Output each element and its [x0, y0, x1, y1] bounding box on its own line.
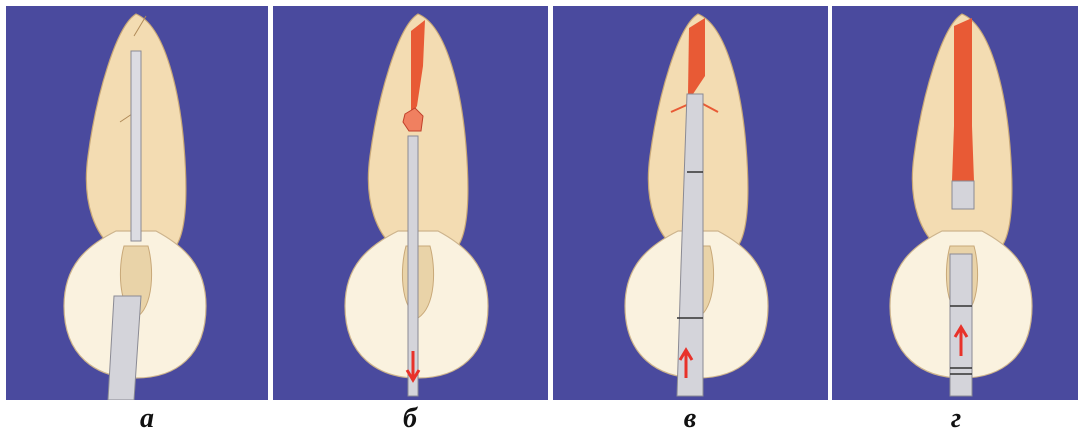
panel-a	[6, 6, 268, 400]
tooth-diagram-a	[6, 6, 268, 400]
panel-g	[832, 6, 1078, 400]
canal-filling	[952, 18, 974, 181]
root-canal-instrument	[131, 51, 141, 241]
panel-label-g: г	[926, 404, 986, 434]
panel-label-a: а	[117, 404, 177, 434]
panel-label-b: б	[380, 404, 440, 434]
panel-b	[273, 6, 548, 400]
tooth-diagram-v	[553, 6, 828, 400]
post-head	[952, 181, 974, 209]
instrument-shaft	[108, 296, 141, 400]
panel-v	[553, 6, 828, 400]
panel-label-v: в	[660, 404, 720, 434]
tooth-diagram-b	[273, 6, 548, 400]
tooth-diagram-g	[832, 6, 1078, 400]
